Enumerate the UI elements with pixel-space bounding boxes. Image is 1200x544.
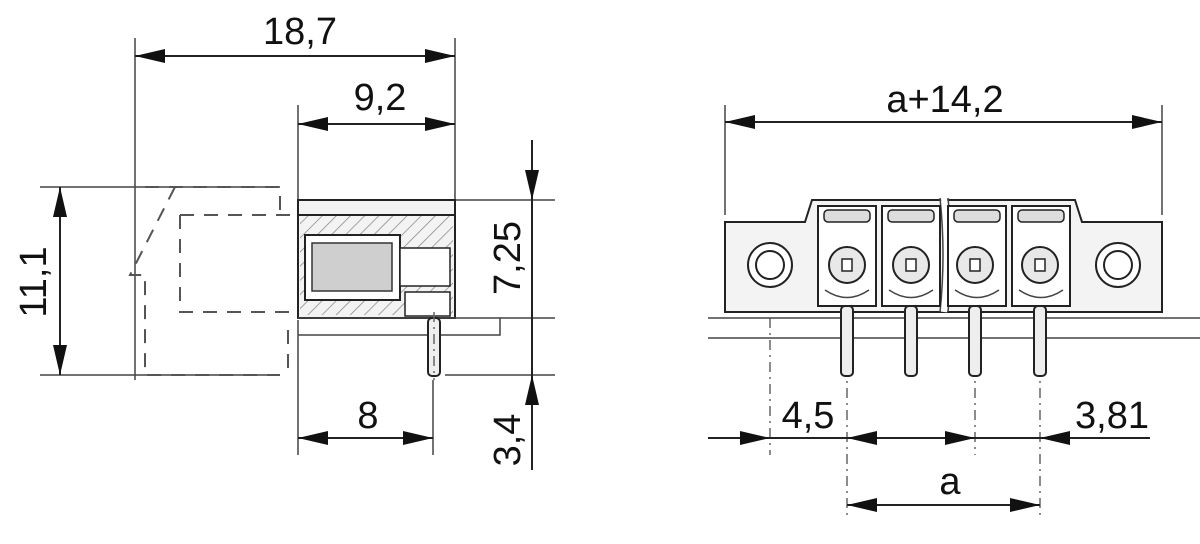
dim-pin-span: a	[939, 461, 961, 503]
dim-left-offset: 4,5	[782, 395, 835, 437]
terminal-1	[817, 205, 877, 377]
dim-total-width: 18,7	[263, 11, 337, 53]
terminal-2	[881, 205, 941, 377]
dim-height: 11,1	[13, 246, 55, 317]
dim-body-width: 9,2	[354, 77, 407, 119]
dim-body-height: 7,25	[487, 221, 529, 295]
dim-pitch: 3,81	[1075, 395, 1149, 437]
dim-overall-length: a+14,2	[886, 79, 1003, 121]
terminal-3	[947, 205, 1007, 377]
terminal-4	[1011, 205, 1071, 377]
dim-pin-offset: 8	[357, 395, 378, 437]
dim-pin-length: 3,4	[487, 414, 529, 467]
front-view: a+14,2 4,5 3,81 a	[708, 79, 1200, 520]
side-view: 18,7 9,2 11,1 7,25 3,4 8	[13, 11, 555, 470]
